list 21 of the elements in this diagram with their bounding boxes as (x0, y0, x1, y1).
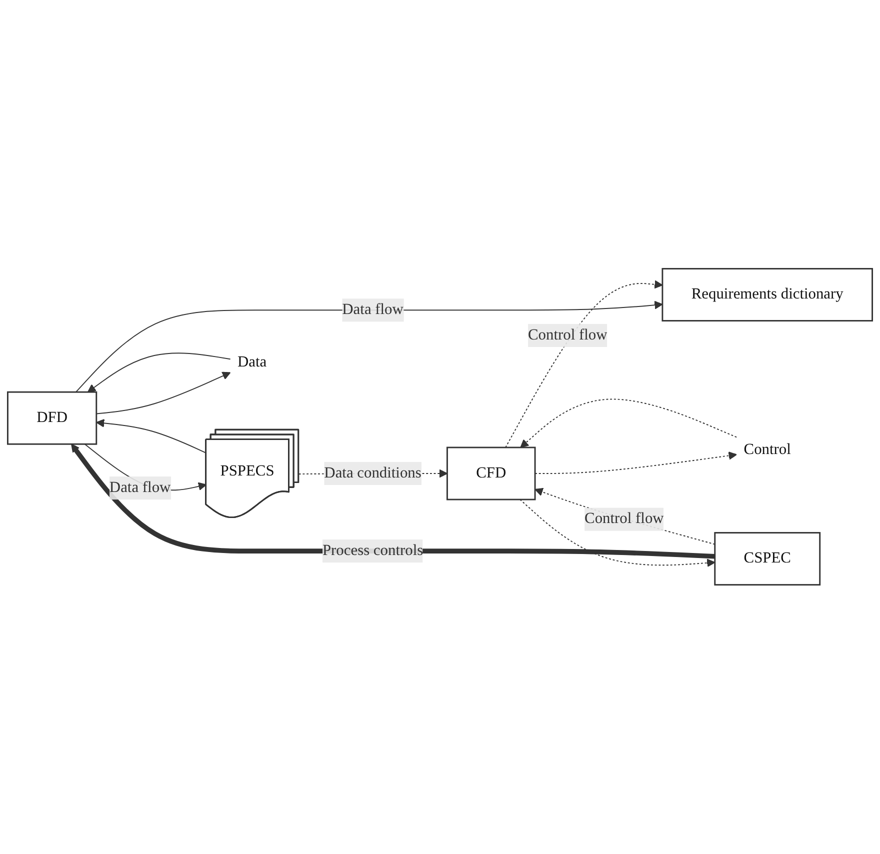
node-box: DFD (7, 392, 98, 446)
edge-label: Data flow (109, 480, 171, 496)
arrow (534, 452, 737, 474)
arrow (96, 419, 207, 454)
node-box: CFD (446, 446, 536, 500)
arrow (96, 372, 231, 414)
node-text: Control (744, 442, 791, 458)
arrow (520, 499, 716, 568)
edge-label: Data flow (342, 302, 404, 318)
node-box: CSPEC (714, 532, 821, 586)
edge-label: Data conditions (324, 465, 422, 482)
edge-label: Process controls (322, 542, 424, 560)
node-text: Data (238, 354, 267, 371)
arrow (505, 280, 663, 448)
node-box: Requirements dictionary (662, 268, 873, 322)
edge-label: Control flow (528, 326, 608, 344)
arrow (534, 488, 716, 546)
arrow (75, 301, 663, 393)
edge-label: Control flow (584, 510, 664, 528)
arrow (87, 352, 231, 393)
arrow (520, 399, 738, 448)
